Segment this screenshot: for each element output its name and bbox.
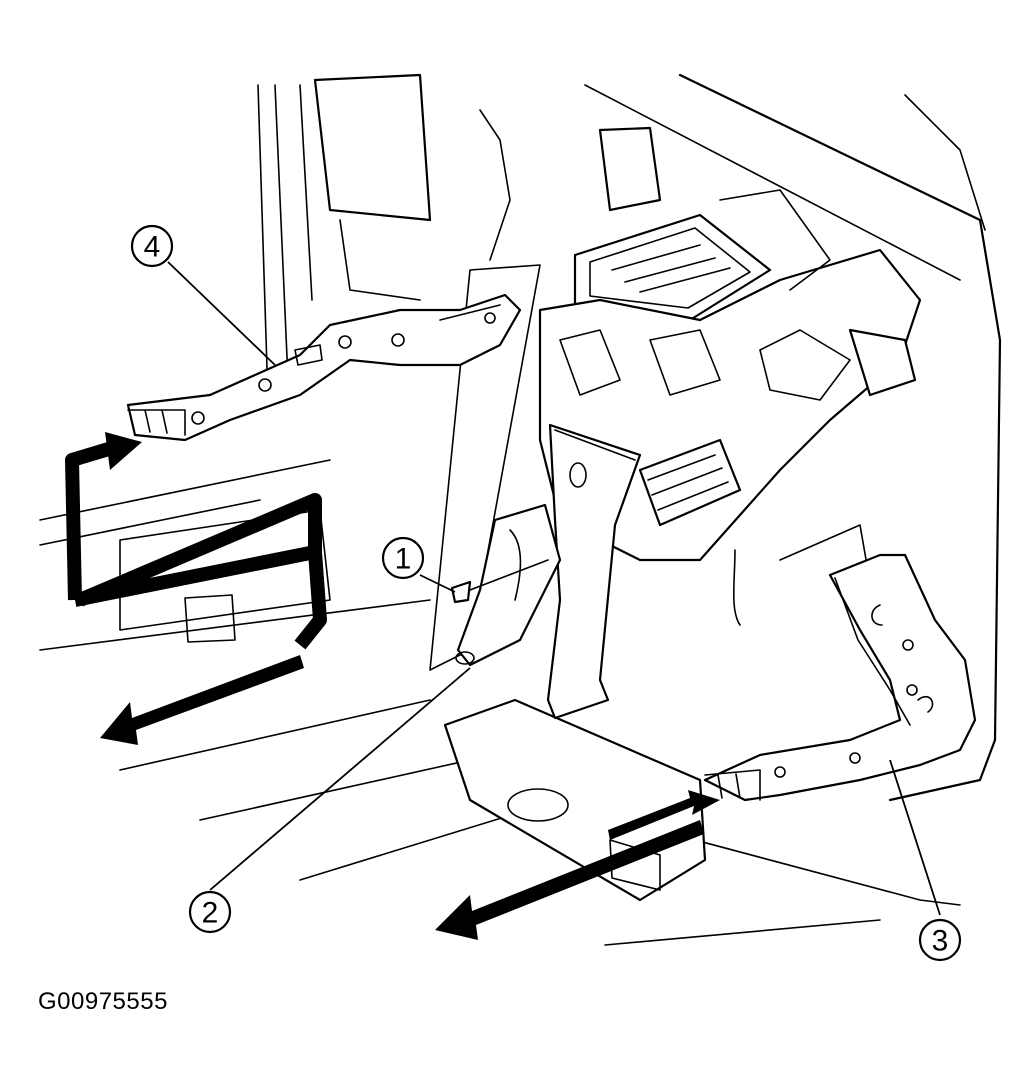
rotation-arrow (65, 432, 327, 650)
left-rear-duct (126, 293, 522, 442)
center-floor-duct (455, 423, 642, 720)
callout-4-label: 4 (144, 231, 161, 264)
clip-part (450, 559, 549, 604)
callout-3-label: 3 (932, 925, 949, 958)
heater-unit (479, 109, 922, 626)
callout-2-label: 2 (202, 897, 219, 930)
callout-2: 2 (188, 890, 232, 934)
callout-1: 1 (381, 536, 425, 580)
right-rear-duct (703, 553, 977, 802)
leader-lines (167, 261, 941, 916)
callout-3: 3 (918, 918, 962, 962)
callout-1-label: 1 (395, 543, 412, 576)
figure-code: G00975555 (38, 988, 168, 1015)
callout-4: 4 (130, 224, 174, 268)
pull-arrows (100, 655, 720, 940)
